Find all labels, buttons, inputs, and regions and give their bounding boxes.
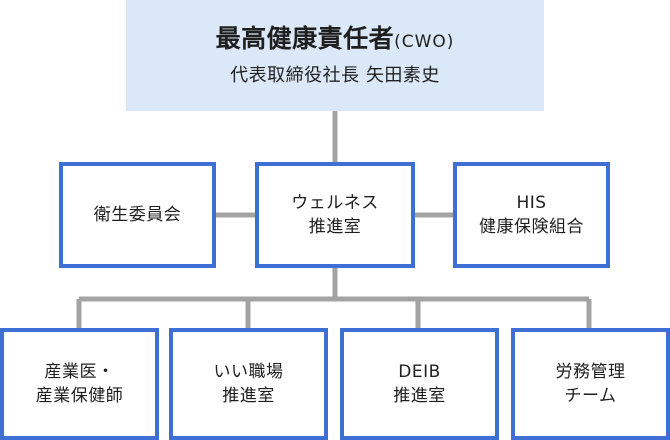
node-deib-office-line-2: 推進室 [393, 386, 446, 406]
node-labor-management-line-2: チーム [564, 386, 617, 406]
node-wellness-office-line-1: ウェルネス [291, 193, 379, 213]
node-health-committee-label: 衛生委員会 [93, 205, 182, 225]
node-his-insurance-line-2: 健康保険組合 [479, 217, 584, 237]
cwo-box: 最高健康責任者(CWO) 代表取締役社長 矢田素史 [126, 0, 544, 111]
node-health-committee: 衛生委員会 [59, 162, 216, 268]
node-occupational-health-line-1: 産業医・ [44, 362, 115, 382]
cwo-title-suffix: (CWO) [394, 32, 455, 52]
cwo-title: 最高健康責任者(CWO) [216, 22, 455, 59]
node-labor-management: 労務管理 チーム [511, 328, 670, 440]
node-labor-management-line-1: 労務管理 [555, 362, 626, 382]
node-his-insurance-line-1: HIS [516, 193, 547, 213]
node-wellness-office-line-2: 推進室 [308, 217, 362, 237]
cwo-subtitle: 代表取締役社長 矢田素史 [230, 65, 440, 86]
node-his-insurance: HIS 健康保険組合 [453, 162, 610, 268]
cwo-title-main: 最高健康責任者 [215, 24, 395, 53]
node-occupational-health: 産業医・ 産業保健師 [0, 328, 159, 440]
node-deib-office-line-1: DEIB [398, 362, 441, 382]
node-occupational-health-line-2: 産業保健師 [35, 386, 124, 406]
node-deib-office: DEIB 推進室 [340, 328, 499, 440]
node-good-workplace-line-2: 推進室 [222, 386, 275, 406]
node-wellness-office: ウェルネス 推進室 [255, 162, 415, 268]
node-good-workplace: いい職場 推進室 [169, 328, 328, 440]
node-good-workplace-line-1: いい職場 [213, 362, 284, 382]
